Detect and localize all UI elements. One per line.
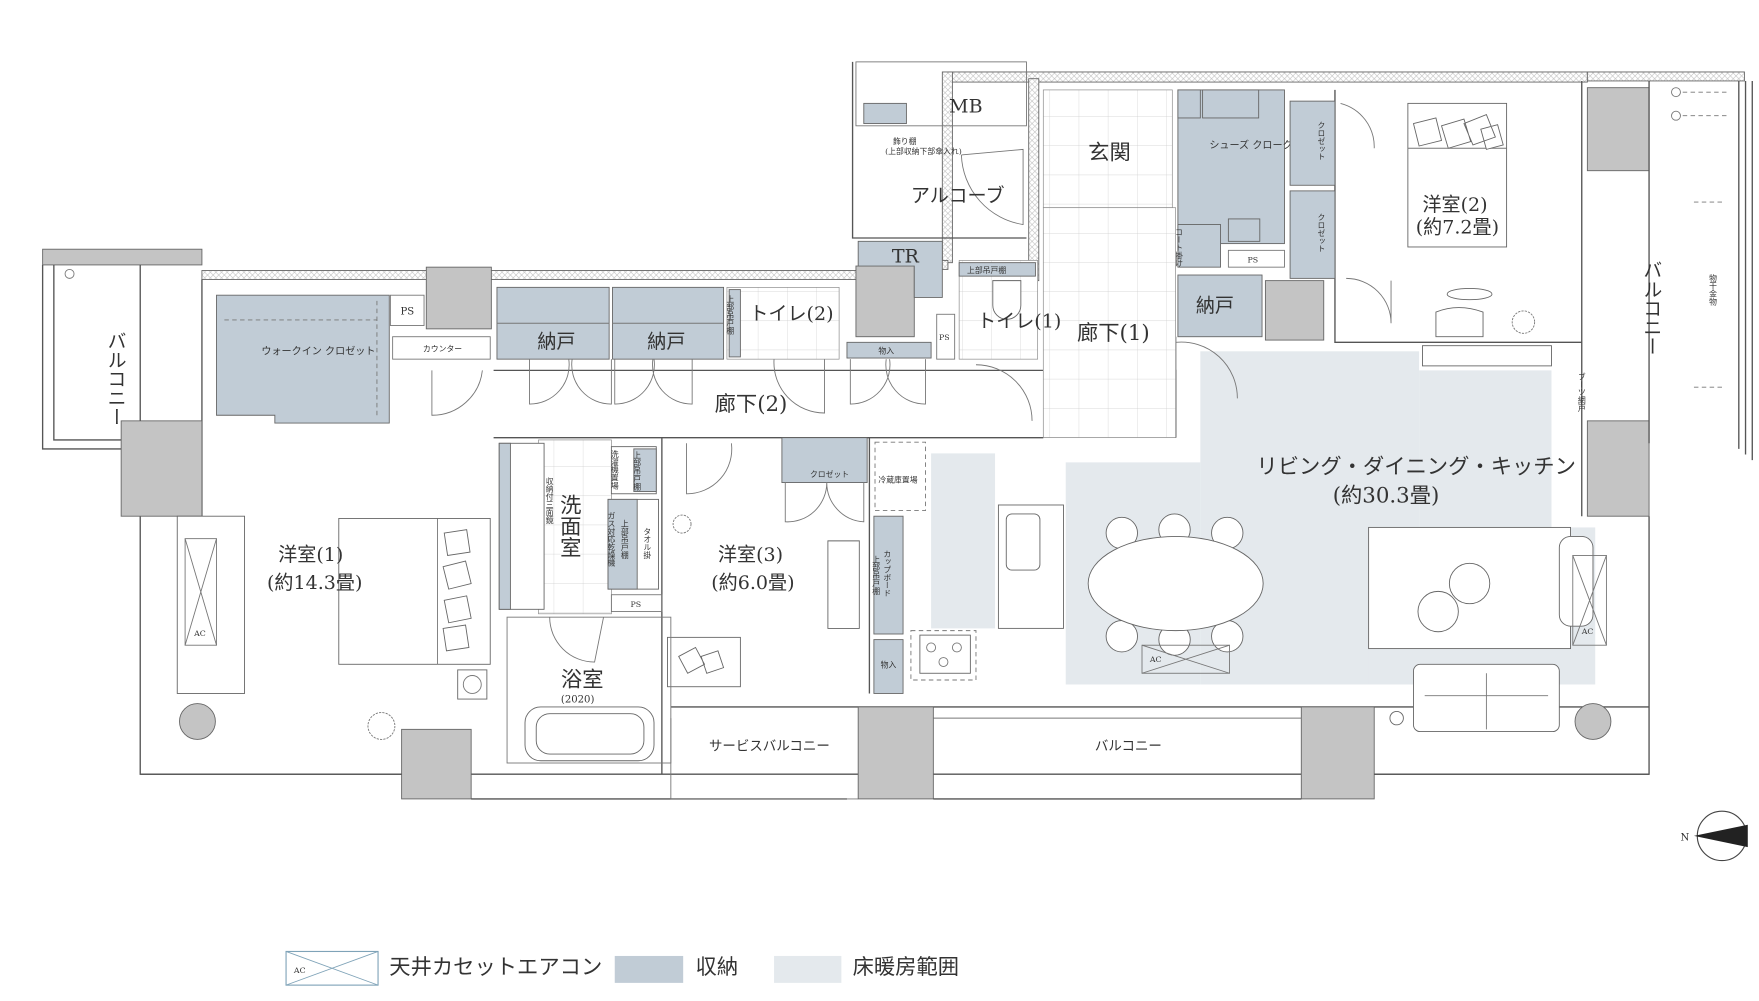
balcony-right-label: バルコニー <box>1640 260 1662 355</box>
ldk-size: (約30.3畳) <box>1333 484 1440 509</box>
alcove-label: アルコーブ <box>911 184 1005 207</box>
western-room-1-name: 洋室(1) <box>278 544 343 566</box>
ps-label-3: PS <box>939 333 950 342</box>
nando-3-label: 納戸 <box>1196 295 1234 317</box>
legend-item-floor-heating: 床暖房範囲 <box>774 955 959 983</box>
western-room-2-name: 洋室(2) <box>1422 194 1487 216</box>
washer-space-label: 洗濯機置場 <box>610 449 619 490</box>
western-room-3-size: (約6.0畳) <box>711 572 794 594</box>
toilet2-upper-label: 上部吊戸棚 <box>726 295 735 335</box>
mb-area: MB 飾り棚 (上部収納下部傘入れ) <box>855 61 1027 156</box>
monoire-1-label: 物入 <box>878 346 894 356</box>
washroom: 収納付三面鏡 洗面室 洗濯機置場 上部吊戸棚 ガス対応乾燥機 上部吊戸棚 タオル… <box>498 439 663 615</box>
monoire-2-label: 物入 <box>881 660 897 670</box>
walk-in-closet-label: ウォークイン クロゼット <box>261 346 375 358</box>
western-room-1: AC 洋室(1) (約14.3畳) <box>176 515 491 740</box>
western-room-2-size: (約7.2畳) <box>1416 217 1499 239</box>
nando-2[interactable]: 納戸 <box>612 286 725 360</box>
ldk: リビング・ダイニング・キッチン (約30.3畳) AC AC <box>997 455 1612 740</box>
tr-storage[interactable]: TR <box>857 240 943 298</box>
coat-hanger-label: コート掛け <box>1174 228 1183 267</box>
entrance-label: 玄関 <box>1088 140 1131 165</box>
south-balconies: サービスバルコニー バルコニー <box>140 717 1650 800</box>
nando-2-label: 納戸 <box>647 331 685 353</box>
balcony-south-label: バルコニー <box>1095 740 1162 755</box>
nando-3[interactable]: 納戸 <box>1177 274 1263 338</box>
compass: N <box>1680 810 1748 862</box>
bathroom: 浴室 (2020) <box>506 616 672 764</box>
door-swings <box>431 102 1392 495</box>
bathroom-size: (2020) <box>561 693 595 705</box>
nando-1[interactable]: 納戸 <box>496 286 610 360</box>
cupboard-label: カップボード <box>883 550 892 597</box>
gas-dryer-label: ガス対応乾燥機 <box>607 512 616 568</box>
ac-label-ldk: AC <box>1149 655 1162 664</box>
ac-label-living: AC <box>1581 627 1594 636</box>
toilet-2: 上部吊戸棚 トイレ(2) <box>726 287 840 360</box>
balcony-left: バルコニー <box>41 264 141 450</box>
dryer-upper-label: 上部吊戸棚 <box>620 519 629 559</box>
closet-a-label: クロゼット <box>1317 121 1326 160</box>
counter-label: カウンター <box>423 344 462 353</box>
compass-north-label: N <box>1680 832 1689 843</box>
toilet1-upper-label: 上部吊戸棚 <box>967 265 1006 275</box>
dining-table <box>1087 513 1264 656</box>
closet-room3-label: クロゼット <box>810 469 849 479</box>
shoes-cloak-label: シューズ クローク <box>1209 138 1292 151</box>
entrance: 玄関 <box>1042 89 1173 209</box>
drying-hardware-label: 物干金物 <box>1708 273 1717 307</box>
cupboard-upper-label: 上部吊戸棚 <box>872 555 881 595</box>
ps-label-2: PS <box>1247 256 1258 265</box>
alcove: アルコーブ <box>911 148 1024 226</box>
washer-upper-label: 上部吊戸棚 <box>633 451 642 491</box>
mb-label: MB <box>949 95 983 117</box>
legend-item-ac: AC 天井カセットエアコン <box>285 950 602 986</box>
legend-floor-heating-label: 床暖房範囲 <box>853 955 959 980</box>
ac-label-room1: AC <box>193 629 206 638</box>
western-room-2: 洋室(2) (約7.2畳) <box>1407 102 1552 367</box>
ldk-name: リビング・ダイニング・キッチン <box>1256 455 1575 480</box>
toilet-1-label: トイレ(1) <box>977 311 1061 333</box>
toilet-2-label: トイレ(2) <box>749 303 833 325</box>
decor-shelf-note: (上部収納下部傘入れ) <box>885 146 962 156</box>
kitchen: 冷蔵庫置場 カップボード 上部吊戸棚 物入 <box>872 441 977 694</box>
western-room-3-name: 洋室(3) <box>718 544 783 566</box>
legend-storage-label: 収納 <box>696 955 739 980</box>
corridor-2-label: 廊下(2) <box>715 392 788 417</box>
western-room-1-size: (約14.3畳) <box>267 572 362 594</box>
towel-rack-label: タオル掛 <box>643 527 652 560</box>
legend-item-storage: 収納 <box>614 955 739 983</box>
closet-b-label: クロゼット <box>1317 213 1326 252</box>
legend: AC 天井カセットエアコン 収納 床暖房範囲 <box>285 950 959 986</box>
balcony-right: バルコニー 物干金物 ブーツ網戸 <box>1577 80 1753 461</box>
corridor-1: 廊下(1) <box>1042 207 1176 439</box>
walk-in-closet[interactable]: ウォークイン クロゼット <box>216 294 390 424</box>
legend-ac-swatch-label: AC <box>293 966 306 975</box>
ps-label-4: PS <box>630 600 641 609</box>
western-room-3: クロゼット 洋室(3) (約6.0畳) <box>667 437 868 688</box>
decor-shelf-label: 飾り棚 <box>893 136 917 146</box>
balcony-left-label: バルコニー <box>105 331 127 426</box>
columns <box>42 87 1650 800</box>
ps-label-1: PS <box>400 306 414 317</box>
legend-ac-label: 天井カセットエアコン <box>389 955 602 980</box>
toilet-1: 上部吊戸棚 PS トイレ(1) <box>936 260 1061 360</box>
corridor-1-label: 廊下(1) <box>1077 321 1150 346</box>
bathroom-name: 浴室 <box>561 668 604 693</box>
shoes-cloak[interactable]: シューズ クローク <box>1177 89 1293 245</box>
service-balcony-label: サービスバルコニー <box>709 739 830 755</box>
screen-door-label: ブーツ網戸 <box>1577 372 1586 413</box>
washroom-label: 洗面室 <box>556 494 581 558</box>
nando-1-label: 納戸 <box>537 331 575 353</box>
fridge-space-label: 冷蔵庫置場 <box>878 475 917 485</box>
tr-label: TR <box>892 246 920 268</box>
mirror-label: 収納付三面鏡 <box>545 476 554 525</box>
